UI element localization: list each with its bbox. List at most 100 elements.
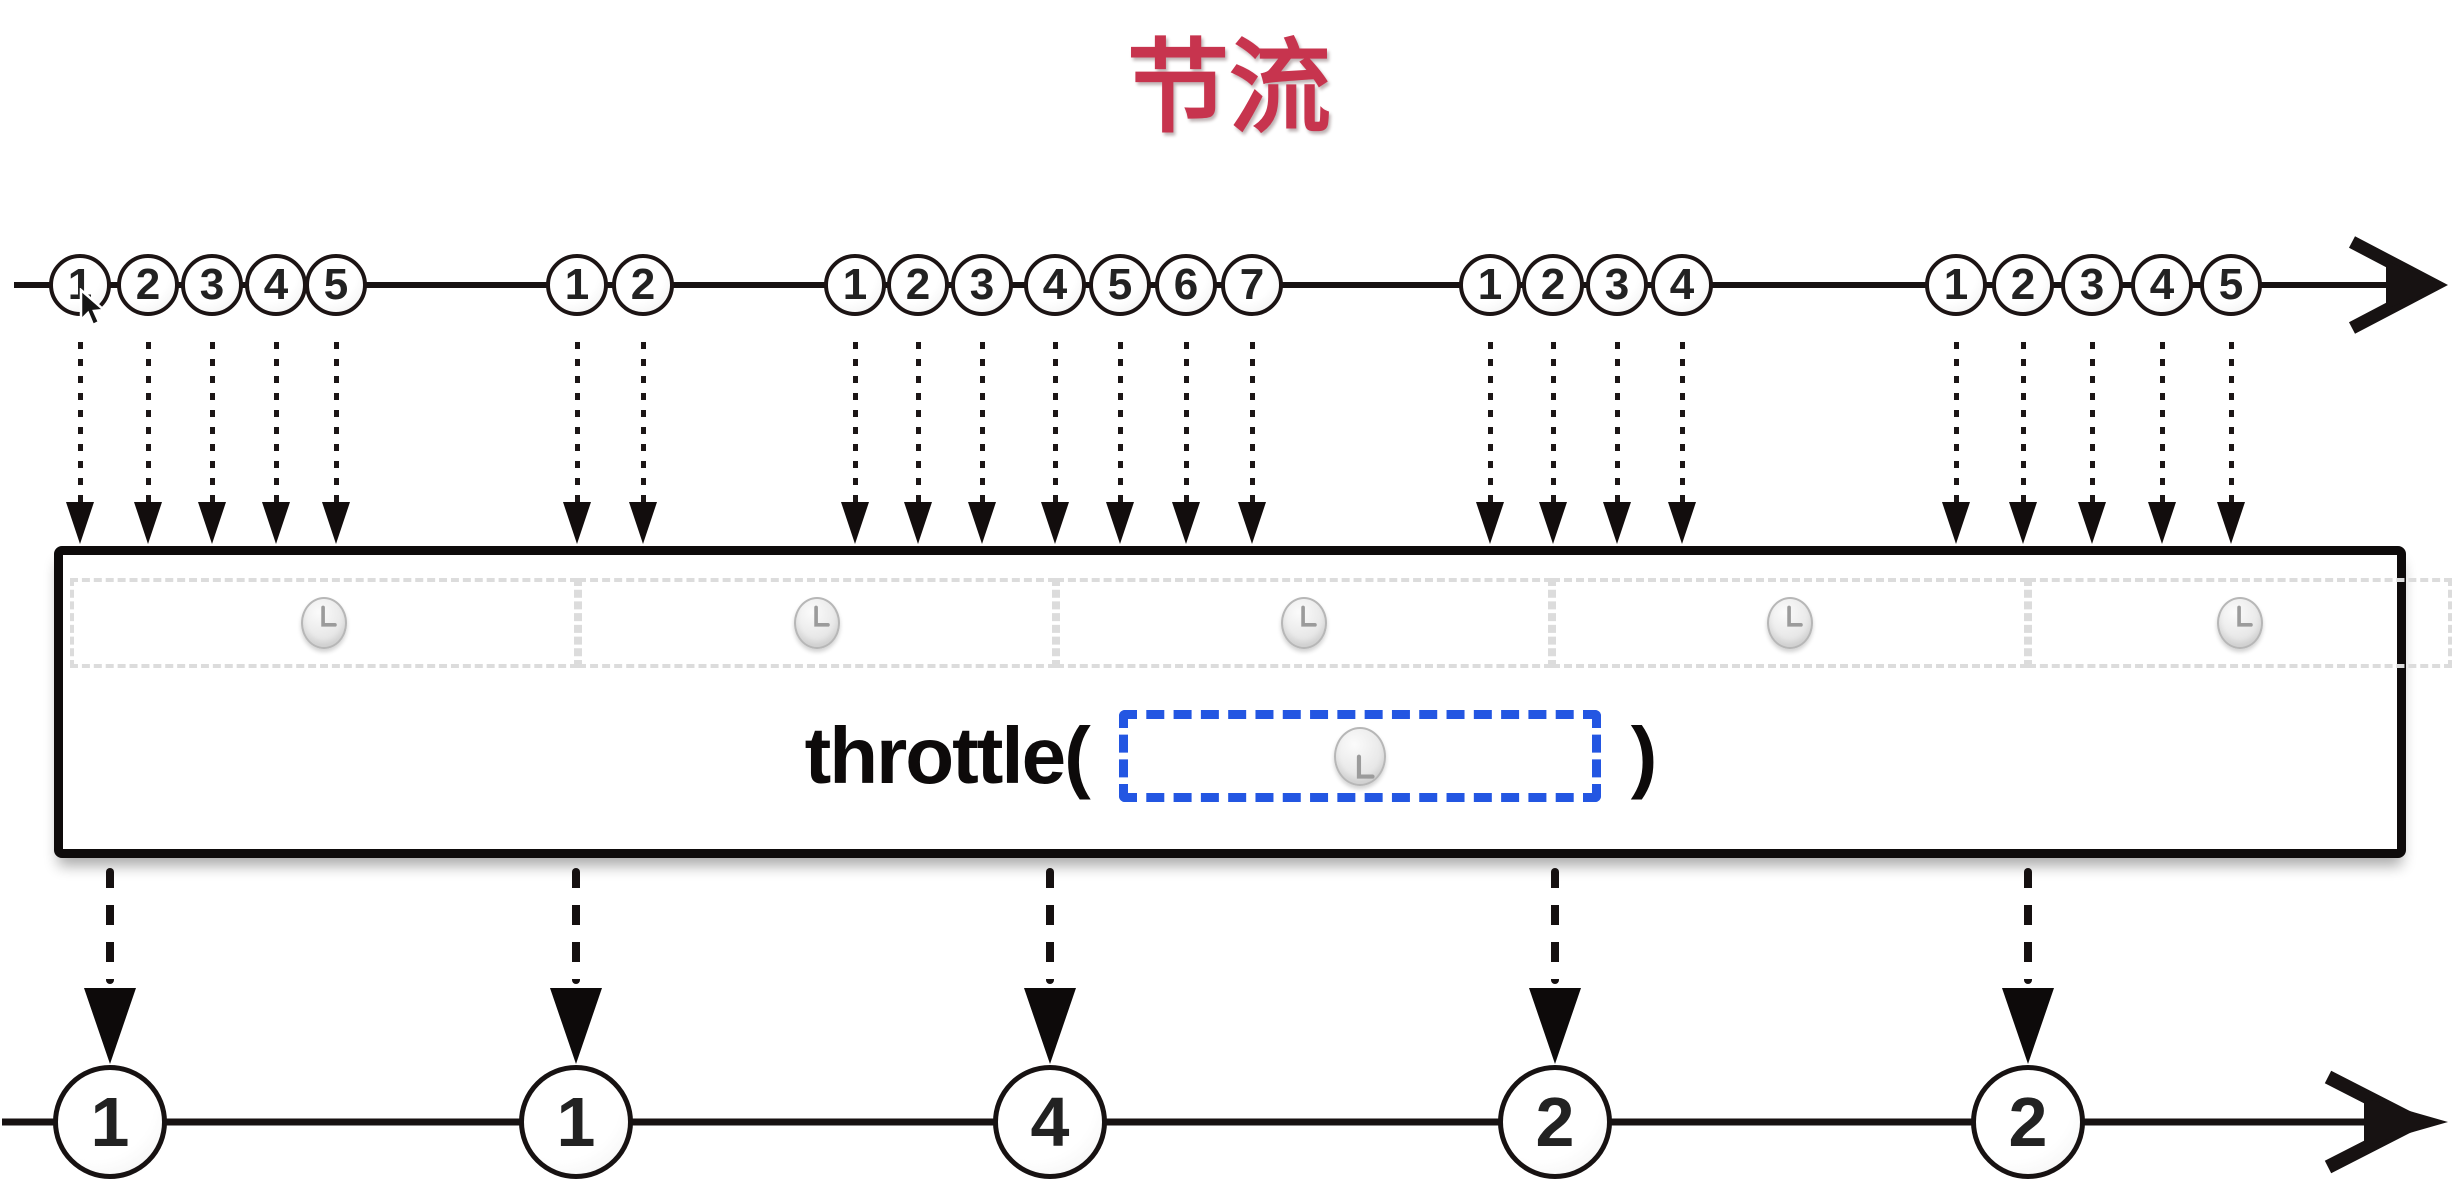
- input-event-arrow-line: [209, 342, 215, 502]
- arrow-down-icon: [1172, 502, 1200, 544]
- clock-icon: [1767, 597, 1813, 649]
- arrow-down-icon: [66, 502, 94, 544]
- arrow-down-icon: [1529, 988, 1581, 1064]
- arrow-down-icon: [1238, 502, 1266, 544]
- output-event-circle-blue: 2: [1498, 1065, 1612, 1179]
- arrow-down-icon: [2002, 988, 2054, 1064]
- input-event-arrow-line: [1249, 342, 1255, 502]
- arrow-down-icon: [1106, 502, 1134, 544]
- throttle-close-paren: ): [1630, 711, 1658, 800]
- input-event-arrow-line: [1487, 342, 1493, 502]
- throttle-call: throttle( ): [54, 698, 2406, 814]
- input-event-circle-red: 2: [117, 254, 179, 316]
- input-event-arrow-line: [915, 342, 921, 502]
- input-event-arrow-line: [1117, 342, 1123, 502]
- input-event-arrow-line: [852, 342, 858, 502]
- arrow-down-icon: [904, 502, 932, 544]
- input-event-circle-green: 6: [1155, 254, 1217, 316]
- input-event-arrow-line: [1052, 342, 1058, 502]
- arrow-down-icon: [563, 502, 591, 544]
- arrow-down-icon: [322, 502, 350, 544]
- timer-window-cell: [1552, 578, 2028, 668]
- output-event-arrow-line: [2024, 868, 2032, 984]
- input-event-circle-purple: 1: [1925, 254, 1987, 316]
- input-event-arrow-line: [1679, 342, 1685, 502]
- input-event-arrow-line: [2159, 342, 2165, 502]
- arrow-down-icon: [134, 502, 162, 544]
- clock-icon: [301, 597, 347, 649]
- arrow-down-icon: [2148, 502, 2176, 544]
- right-arrow-tip-icon: [2386, 261, 2446, 309]
- input-event-circle-orange: 2: [612, 254, 674, 316]
- input-event-circle-orange: 1: [546, 254, 608, 316]
- input-event-circle-green: 4: [1024, 254, 1086, 316]
- arrow-down-icon: [84, 988, 136, 1064]
- interval-param-slot: [1118, 710, 1601, 802]
- timer-window-cell: [1056, 578, 1552, 668]
- input-event-circle-blue: 3: [1586, 254, 1648, 316]
- input-event-arrow-line: [640, 342, 646, 502]
- page-title: 节流: [1127, 31, 1331, 145]
- arrow-down-icon: [262, 502, 290, 544]
- output-event-arrow-line: [1046, 868, 1054, 984]
- clock-icon: [1281, 597, 1327, 649]
- arrow-down-icon: [2009, 502, 2037, 544]
- input-event-arrow-line: [273, 342, 279, 502]
- arrow-down-icon: [1476, 502, 1504, 544]
- input-event-circle-purple: 5: [2200, 254, 2262, 316]
- output-event-circle-red: 1: [53, 1065, 167, 1179]
- throttle-function-text: throttle(: [804, 711, 1091, 800]
- arrow-down-icon: [841, 502, 869, 544]
- input-event-arrow-line: [1183, 342, 1189, 502]
- mouse-cursor-icon: [79, 288, 108, 327]
- input-event-circle-blue: 1: [1459, 254, 1521, 316]
- input-event-circle-red: 4: [245, 254, 307, 316]
- input-event-circle-green: 7: [1221, 254, 1283, 316]
- output-event-arrow-line: [572, 868, 580, 984]
- input-event-circle-purple: 2: [1992, 254, 2054, 316]
- arrow-down-icon: [1539, 502, 1567, 544]
- clock-icon: [1333, 726, 1386, 786]
- input-event-circle-red: 3: [181, 254, 243, 316]
- input-event-arrow-line: [2089, 342, 2095, 502]
- timer-window-cell: [70, 578, 578, 668]
- arrow-down-icon: [198, 502, 226, 544]
- input-event-arrow-line: [1550, 342, 1556, 502]
- input-event-arrow-line: [2020, 342, 2026, 502]
- input-event-arrow-line: [333, 342, 339, 502]
- arrow-down-icon: [2217, 502, 2245, 544]
- input-event-arrow-line: [1953, 342, 1959, 502]
- clock-icon: [794, 597, 840, 649]
- output-event-circle-green: 4: [993, 1065, 1107, 1179]
- input-event-circle-purple: 4: [2131, 254, 2193, 316]
- input-event-circle-blue: 4: [1651, 254, 1713, 316]
- input-event-arrow-line: [2228, 342, 2234, 502]
- input-event-circle-green: 5: [1089, 254, 1151, 316]
- arrow-down-icon: [1024, 988, 1076, 1064]
- input-event-circle-purple: 3: [2061, 254, 2123, 316]
- timer-window-cell: [2028, 578, 2452, 668]
- throttle-box: [54, 546, 2406, 858]
- output-event-circle-orange: 1: [519, 1065, 633, 1179]
- input-event-circle-green: 2: [887, 254, 949, 316]
- arrow-down-icon: [629, 502, 657, 544]
- arrow-down-icon: [2078, 502, 2106, 544]
- output-event-circle-purple: 2: [1971, 1065, 2085, 1179]
- arrow-down-icon: [550, 988, 602, 1064]
- arrow-down-icon: [1041, 502, 1069, 544]
- arrow-down-icon: [1668, 502, 1696, 544]
- arrow-down-icon: [1942, 502, 1970, 544]
- input-event-circle-green: 3: [951, 254, 1013, 316]
- timer-window-cell: [578, 578, 1056, 668]
- output-event-arrow-line: [1551, 868, 1559, 984]
- arrow-down-icon: [1603, 502, 1631, 544]
- arrow-down-icon: [968, 502, 996, 544]
- input-event-circle-blue: 2: [1522, 254, 1584, 316]
- output-event-arrow-line: [106, 868, 114, 984]
- right-arrow-tip-icon: [2364, 1098, 2448, 1146]
- input-event-arrow-line: [979, 342, 985, 502]
- input-event-arrow-line: [1614, 342, 1620, 502]
- input-event-arrow-line: [77, 342, 83, 502]
- input-event-circle-red: 5: [305, 254, 367, 316]
